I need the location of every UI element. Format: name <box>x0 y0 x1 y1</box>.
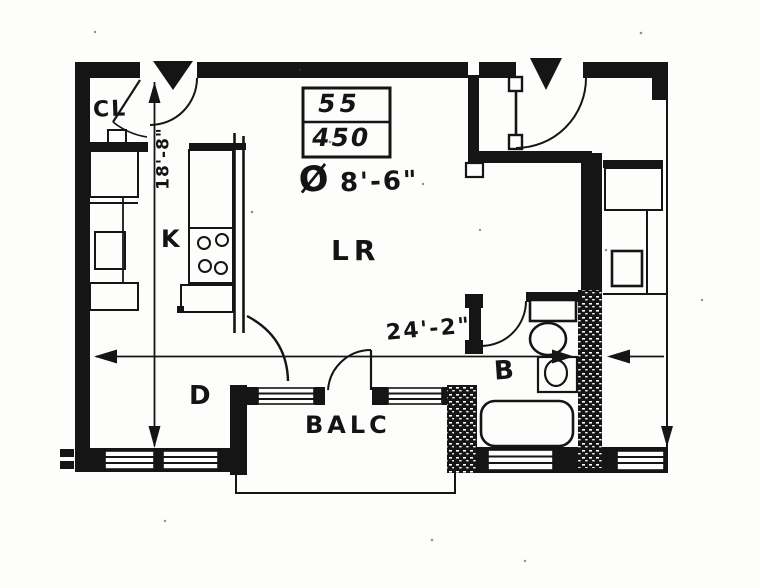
neighbor-unit-fragment <box>603 78 668 447</box>
door-swing-icon <box>112 75 587 391</box>
stove-burners-icon <box>197 233 229 275</box>
foyer-wall-jamb <box>464 161 485 179</box>
unit-area: 450 <box>309 123 373 152</box>
room-label-closet: CL <box>92 96 128 123</box>
room-label-kitchen: K <box>161 225 180 253</box>
interior-walls <box>90 75 602 468</box>
dimension-arrow-up-icon <box>148 82 161 103</box>
toilet-icon <box>528 298 578 357</box>
balcony-outline <box>235 405 456 494</box>
kitchen-counters <box>89 133 246 333</box>
dimension-arrow-left-icon <box>94 349 117 364</box>
bathtub-icon <box>479 399 575 448</box>
diameter-symbol: Ø <box>296 158 331 202</box>
room-label-balcony: BALC <box>305 411 391 439</box>
entry-door-marker-icon <box>153 58 562 90</box>
room-label-living-room: LR <box>331 234 381 267</box>
unit-info-box <box>301 86 392 159</box>
dimension-arrow-right-icon <box>552 349 574 364</box>
scan-noise <box>93 30 704 563</box>
dimension-lines <box>94 82 673 448</box>
window-icon <box>104 387 665 471</box>
height-dimension: 18'-8" <box>153 127 174 190</box>
neighbor-arrow-left-icon <box>607 349 630 364</box>
dimension-arrow-down-icon <box>148 426 161 448</box>
room-label-bathroom: B <box>492 355 515 387</box>
room-label-dinette: D <box>189 381 211 411</box>
neighbor-arrow-down-icon <box>661 426 673 447</box>
sink-icon <box>536 355 579 394</box>
diameter-dimension: 8'-6" <box>339 165 419 199</box>
closet-shelf-notch <box>107 129 127 144</box>
unit-number: 55 <box>315 89 364 118</box>
